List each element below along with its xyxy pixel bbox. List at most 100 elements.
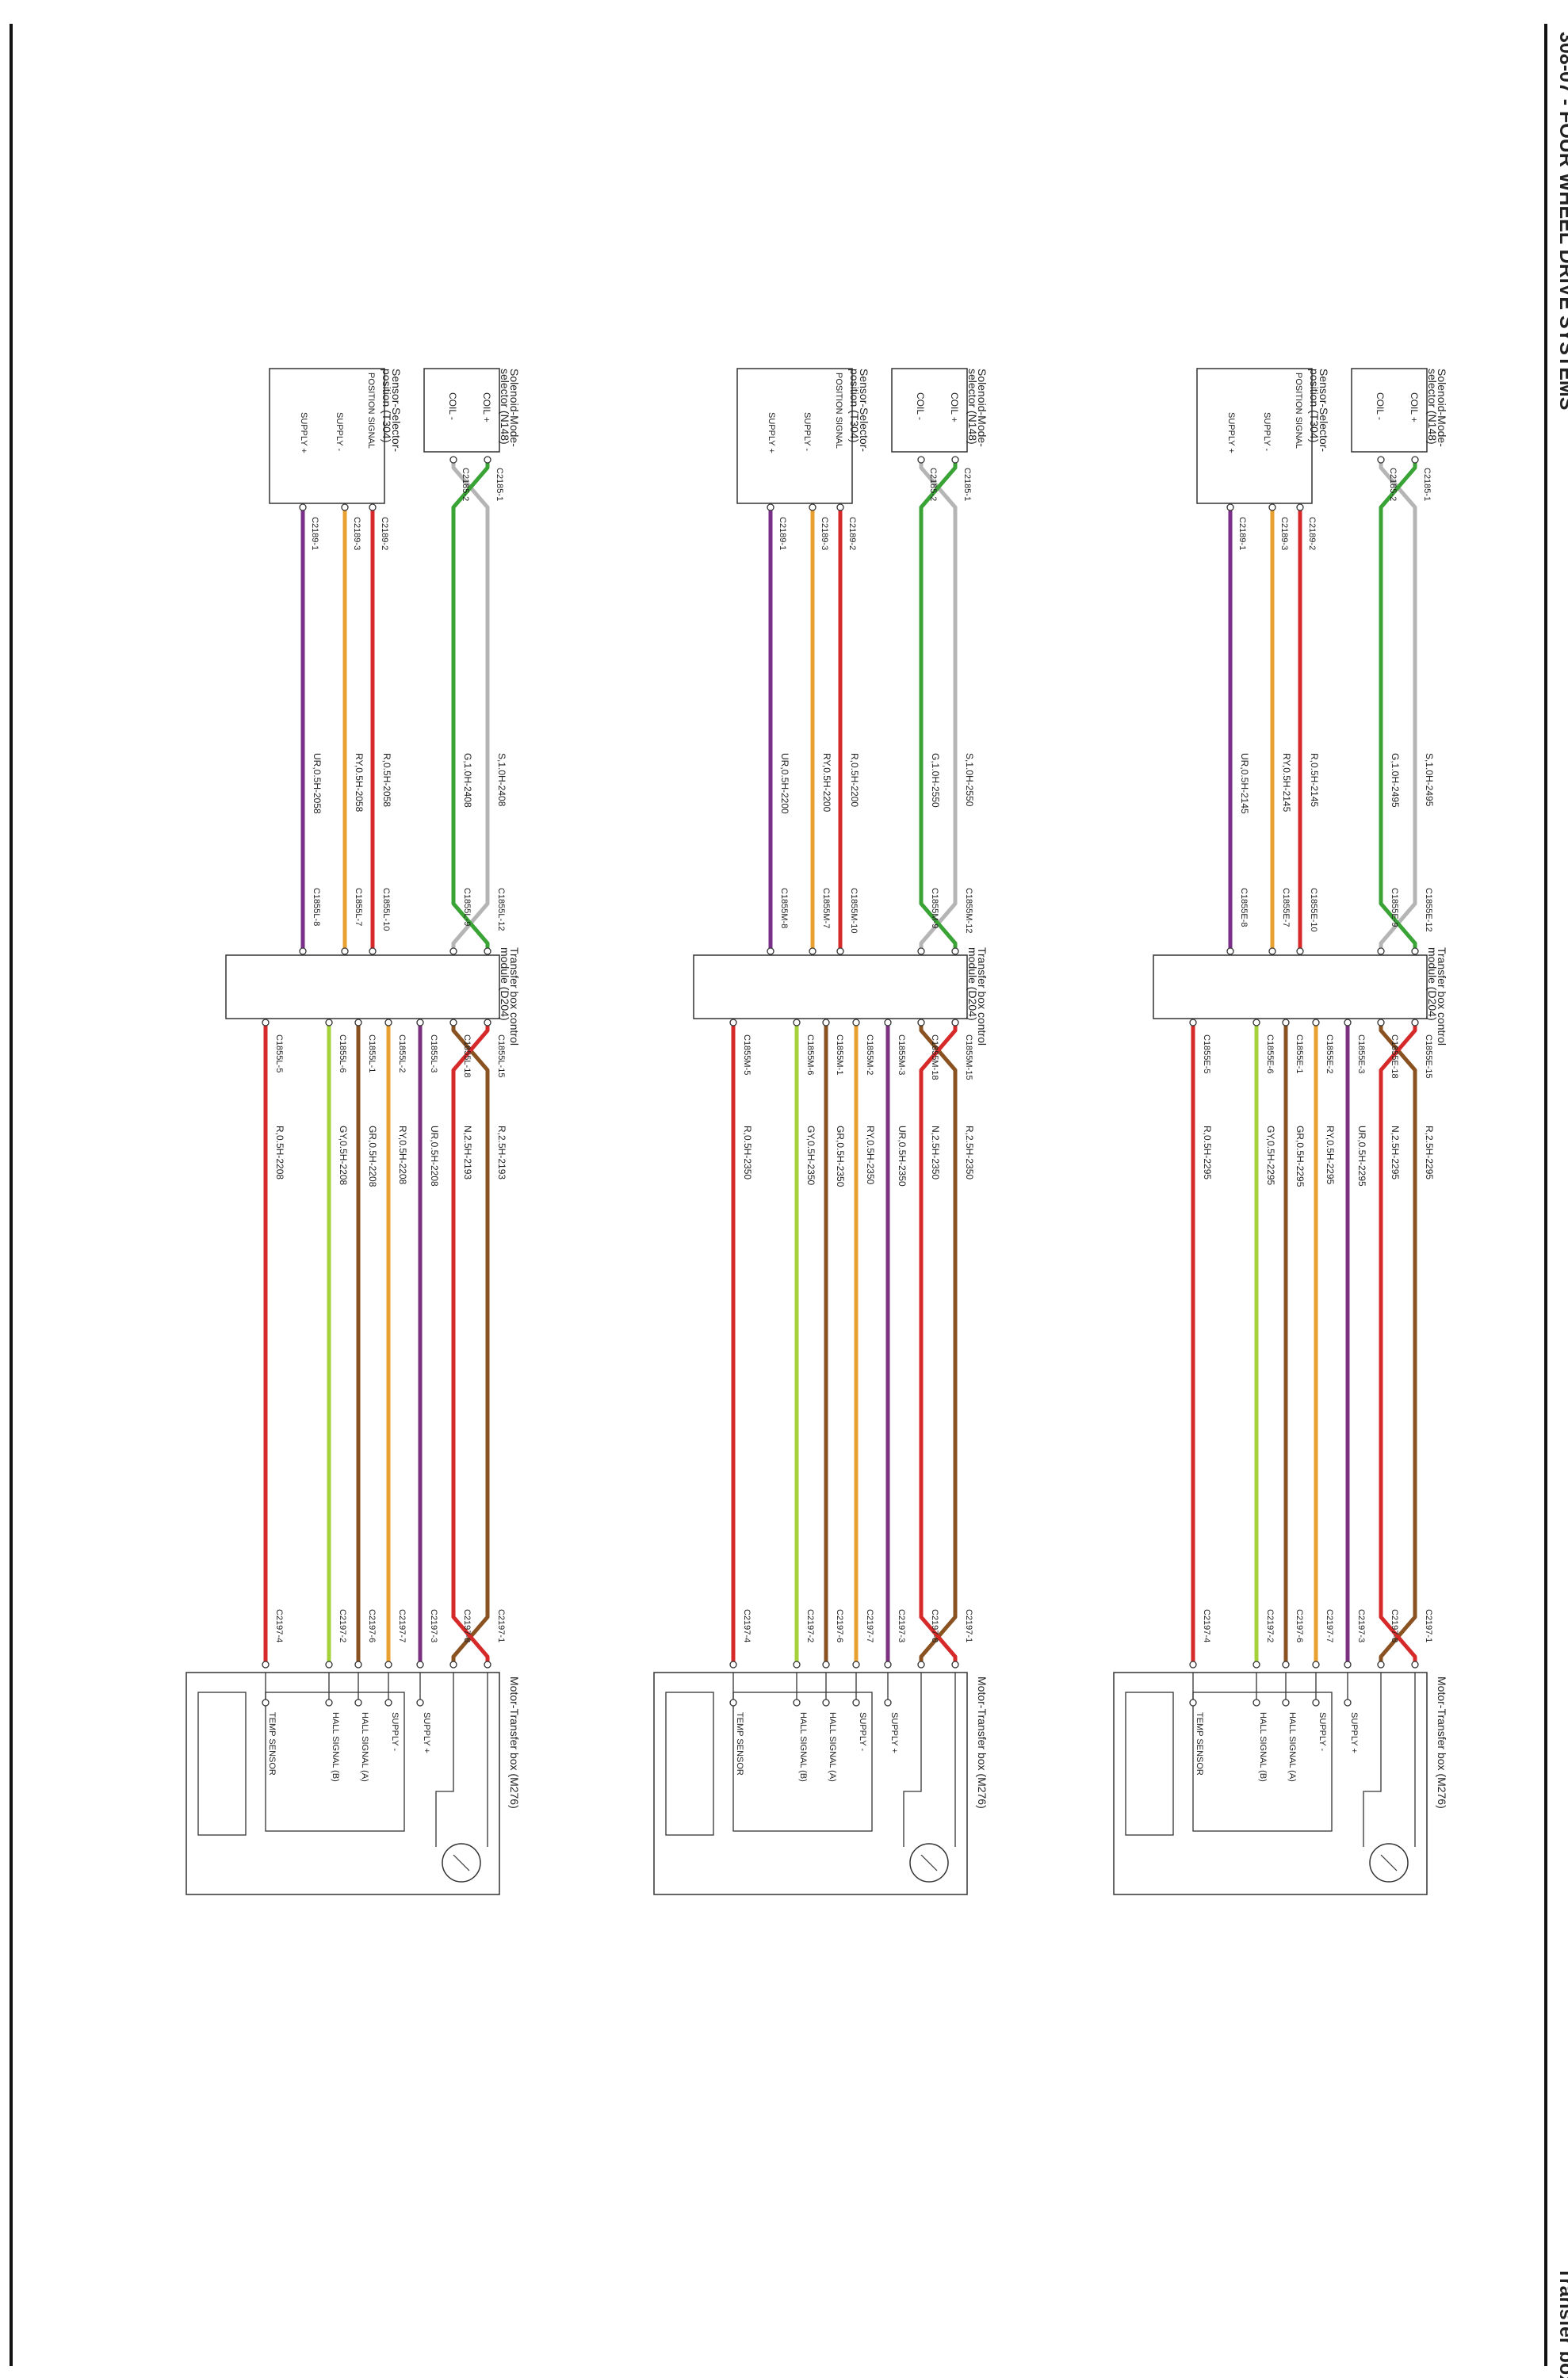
module-bottom-pin xyxy=(416,1019,424,1027)
hall-pin xyxy=(822,1699,830,1707)
position-signal-label: POSITION SIGNAL xyxy=(1294,373,1303,449)
module-box xyxy=(225,954,500,1019)
module-top-pin xyxy=(1411,947,1419,955)
lower-wire-code: R,0.5H-2208 xyxy=(274,1126,285,1179)
motor-pin xyxy=(325,1661,333,1669)
upper-wire-code: UR,0.5H-2145 xyxy=(1239,753,1250,814)
module-bottom-pin-label: C1855M-6 xyxy=(805,1034,815,1075)
sensor-pin-label: C2189-1 xyxy=(1237,517,1247,550)
module-bottom-pin xyxy=(1252,1019,1260,1027)
module-top-pin xyxy=(836,947,844,955)
lower-wire-code: GR,0.5H-2295 xyxy=(1295,1126,1306,1187)
module-top-pin-label: C1855E-9 xyxy=(1390,888,1399,927)
module-top-pin xyxy=(299,947,307,955)
coil-minus-label: COIL - xyxy=(915,392,926,420)
motor-pin-label: C2197-8 xyxy=(1390,1609,1399,1642)
module-bottom-pin-label: C1855E-3 xyxy=(1356,1034,1366,1074)
motor-pin xyxy=(354,1661,362,1669)
solenoid-pin xyxy=(951,456,959,464)
motor-lead xyxy=(1363,1673,1382,1847)
module-bottom-pin-label: C1855M-5 xyxy=(742,1034,751,1075)
motor-pin-label: C2197-2 xyxy=(805,1609,815,1642)
solenoid-box xyxy=(1351,368,1428,453)
solenoid-pin xyxy=(917,456,925,464)
lower-wire-code: RY,0.5H-2350 xyxy=(865,1126,876,1185)
module-top-pin xyxy=(1226,947,1234,955)
hall-pin xyxy=(416,1699,424,1707)
sensor-pin xyxy=(809,503,817,511)
module-top-pin xyxy=(809,947,817,955)
hall-pin-label: SUPPLY - xyxy=(1318,1712,1327,1751)
temp-sensor-label: TEMP SENSOR xyxy=(735,1712,744,1776)
module-bottom-pin xyxy=(729,1019,737,1027)
solenoid-wire-green xyxy=(1379,460,1417,951)
module-bottom-pin xyxy=(1312,1019,1320,1027)
motor-pin xyxy=(1282,1661,1290,1669)
motor-title: Motor-Transfer box (M276) xyxy=(508,1676,521,1809)
module-bottom-pin-label: C1855E-18 xyxy=(1390,1034,1399,1079)
sensor-pin xyxy=(369,503,377,511)
motor-pin xyxy=(822,1661,830,1669)
motor-pin xyxy=(1252,1661,1260,1669)
module-bottom-pin-label: C1855M-3 xyxy=(897,1034,906,1075)
coil-minus-label: COIL - xyxy=(447,392,458,420)
solenoid-title: Solenoid-Mode- xyxy=(508,369,521,447)
motor-pin-label: C2197-6 xyxy=(367,1609,377,1642)
supply-minus-label: SUPPLY - xyxy=(335,412,344,451)
module-bottom-pin xyxy=(325,1019,333,1027)
lower-wire-code: RY,0.5H-2295 xyxy=(1325,1126,1336,1185)
variant-m-diagram: Solenoid-Mode-selector (N148)COIL +COIL … xyxy=(653,368,989,1895)
module-bottom-pin xyxy=(793,1019,801,1027)
module-top-pin xyxy=(369,947,377,955)
solenoid-pin xyxy=(484,456,491,464)
module-title: Transfer box control xyxy=(508,947,521,1046)
hall-pin xyxy=(1282,1699,1290,1707)
module-top-pin-label: C1855M-7 xyxy=(821,888,831,928)
motor-pin-label: C2197-7 xyxy=(865,1609,874,1642)
upper-wire-code: S,1.0H-2495 xyxy=(1424,753,1435,807)
hall-pin xyxy=(1312,1699,1320,1707)
upper-wire-code: S,1.0H-2408 xyxy=(496,753,507,807)
supply-minus-label: SUPPLY - xyxy=(802,412,812,451)
module-top-pin xyxy=(951,947,959,955)
motor-pin-label: C2197-8 xyxy=(930,1609,939,1642)
module-box xyxy=(693,954,968,1019)
motor-pin xyxy=(384,1661,392,1669)
sensor-pin-label: C2189-2 xyxy=(847,517,857,550)
supply-minus-label: SUPPLY - xyxy=(1262,412,1272,451)
motor-symbol-icon xyxy=(1380,1854,1398,1871)
motor-pin-label: C2197-7 xyxy=(397,1609,407,1642)
solenoid-wire-grey xyxy=(1379,460,1417,951)
motor-pin-label: C2197-4 xyxy=(274,1609,284,1642)
module-top-pin xyxy=(1296,947,1304,955)
module-top-pin xyxy=(449,947,457,955)
sensor-pin xyxy=(836,503,844,511)
sensor-pin xyxy=(1268,503,1276,511)
lower-wire-code: R,0.5H-2295 xyxy=(1202,1126,1213,1179)
motor-pin xyxy=(1411,1661,1419,1669)
motor-pin xyxy=(793,1661,801,1669)
motor-pin xyxy=(917,1661,925,1669)
coil-plus-label: COIL + xyxy=(481,392,492,422)
temp-sensor-box xyxy=(1125,1692,1174,1836)
motor-pin-label: C2197-4 xyxy=(1202,1609,1211,1642)
coil-plus-label: COIL + xyxy=(949,392,960,422)
lower-wire-code: N,2.5H-2295 xyxy=(1390,1126,1401,1179)
motor-wire-red xyxy=(919,1023,958,1665)
upper-wire-code: G,1.0H-2408 xyxy=(462,753,473,808)
module-bottom-pin xyxy=(354,1019,362,1027)
motor-wire-red xyxy=(1379,1023,1417,1665)
motor-pin xyxy=(729,1661,737,1669)
hall-sensor-box xyxy=(1192,1692,1333,1832)
motor-pin-label: C2197-1 xyxy=(964,1609,973,1642)
module-title: module (D204) xyxy=(966,947,979,1021)
sensor-title: Sensor-Selector- xyxy=(1318,369,1330,452)
solenoid-pin xyxy=(1411,456,1419,464)
motor-pin-label: C2197-3 xyxy=(897,1609,906,1642)
solenoid-title: selector (N148) xyxy=(966,369,979,445)
module-bottom-pin xyxy=(884,1019,892,1027)
module-top-pin-label: C1855M-9 xyxy=(930,888,939,928)
module-top-pin-label: C1855L-7 xyxy=(354,888,363,926)
motor-pin-label: C2197-1 xyxy=(1424,1609,1433,1642)
module-bottom-pin xyxy=(852,1019,860,1027)
